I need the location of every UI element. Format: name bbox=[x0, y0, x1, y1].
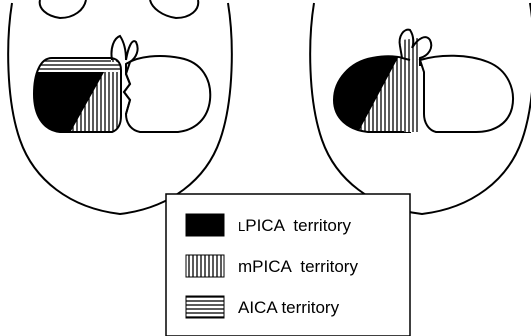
right-axial-section bbox=[310, 3, 531, 214]
legend-label-lpica: LPICA territory bbox=[238, 216, 352, 235]
legend-swatch-aica bbox=[186, 296, 224, 318]
legend-item-lpica: LPICA territory bbox=[186, 214, 352, 236]
left-temporal-lobe-right bbox=[150, 0, 198, 18]
legend-swatch-mpica bbox=[186, 255, 224, 277]
legend-label-aica: AICA territory bbox=[238, 298, 340, 317]
left-aica-region bbox=[30, 50, 112, 72]
legend-item-aica: AICA territory bbox=[186, 296, 340, 318]
right-vermis-hatch bbox=[402, 38, 420, 132]
left-axial-section bbox=[8, 0, 232, 214]
left-section-right-hemisphere bbox=[124, 56, 210, 132]
legend-item-mpica: mPICA territory bbox=[186, 255, 358, 277]
left-temporal-lobe-left bbox=[40, 0, 86, 18]
legend: LPICA territory mPICA territory AICA ter… bbox=[166, 194, 410, 336]
legend-label-mpica: mPICA territory bbox=[238, 257, 358, 276]
legend-swatch-lpica bbox=[186, 214, 224, 236]
legend-label-lpica-prefix: L bbox=[238, 219, 245, 234]
right-section-right-hemisphere bbox=[420, 56, 513, 132]
legend-label-lpica-text: PICA territory bbox=[245, 216, 351, 235]
